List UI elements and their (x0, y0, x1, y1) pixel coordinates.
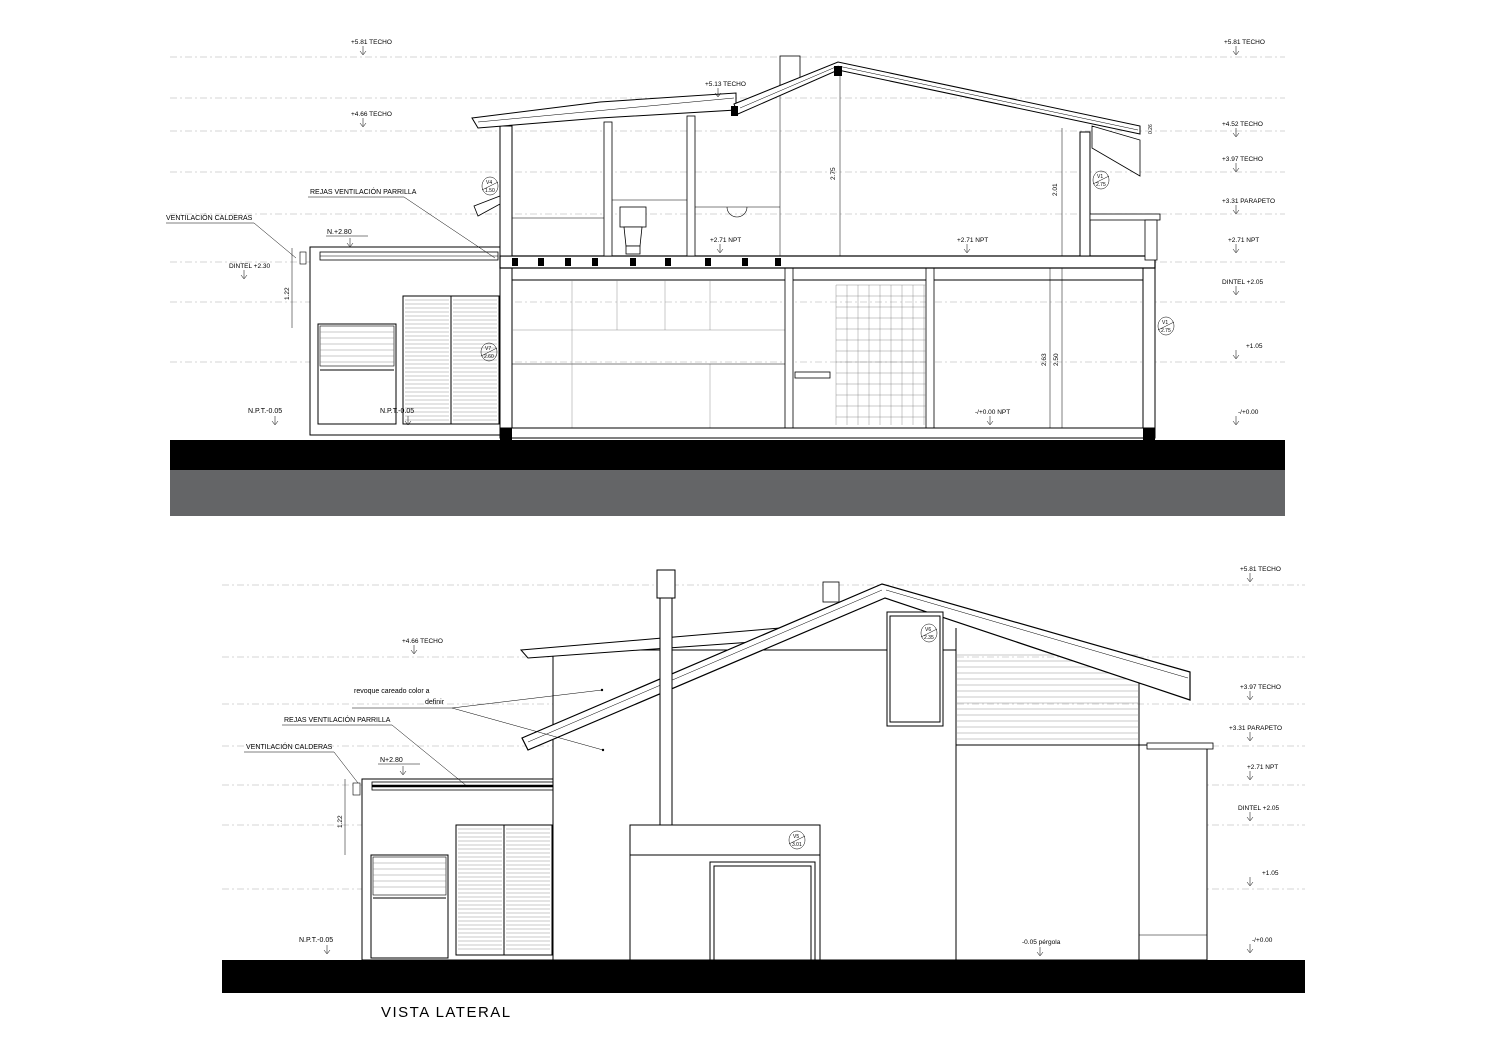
level-label: +3.97 TECHO (1240, 684, 1281, 691)
ground-band (170, 440, 1285, 470)
note-revoque: definir (425, 699, 445, 706)
level-label: +2.71 NPT (710, 237, 741, 244)
tag-text: 1.50 (485, 188, 495, 194)
annotations: revoque careado color a definir REJAS VE… (244, 688, 605, 788)
dimension-text: 2.01 (1052, 183, 1059, 196)
level-label: +2.71 NPT (957, 237, 988, 244)
grille-window (370, 854, 449, 959)
level-markers: +5.81 TECHO +5.81 TECHO +5.13 TECHO +4.6… (229, 39, 1275, 426)
level-label: +1.05 (1262, 870, 1279, 877)
dimension-text: 1.22 (284, 287, 291, 300)
level-label: +5.81 TECHO (1224, 39, 1265, 46)
building-section: +5.81 TECHO +5.81 TECHO +5.13 TECHO +4.6… (166, 39, 1285, 516)
level-label: +3.31 PARAPETO (1222, 198, 1275, 205)
level-label: N.P.T.-0.05 (299, 937, 333, 944)
level-label: N+2.80 (380, 757, 403, 764)
window-tags: V4 1.50 V7 2.60 V1 2.75 V1 2.75 (480, 170, 1175, 362)
level-label: N.P.T.-0.05 (248, 408, 282, 415)
dimensions: 1.22 (337, 779, 346, 855)
note-rejas: REJAS VENTILACIÓN PARRILLA (310, 187, 417, 196)
tag-text: 2.75 (1161, 328, 1171, 334)
drawing-title: VISTA LATERAL (381, 1004, 512, 1021)
annex-section (309, 246, 503, 436)
level-label: +3.31 PARAPETO (1229, 725, 1282, 732)
dimension-text: 0.26 (1148, 124, 1154, 134)
dimension-text: 2.50 (1053, 353, 1060, 366)
ground-band (222, 960, 1305, 993)
dimensions: 2.75 2.01 2.63 2.50 1.22 0.26 (284, 124, 1154, 366)
annex-elevation (352, 778, 554, 961)
shutter-doors (402, 295, 500, 425)
dimension-text: 1.22 (337, 815, 344, 828)
slab-joists (512, 258, 781, 266)
dimension-text: 2.63 (1041, 353, 1048, 366)
level-label: -/+0.00 (1252, 937, 1273, 944)
level-label: -/+0.00 (1238, 409, 1259, 416)
level-label: +4.66 TECHO (402, 638, 443, 645)
tag-text: V5 (793, 834, 799, 840)
note-calderas: VENTILACIÓN CALDERAS (166, 213, 253, 222)
level-label: +5.81 TECHO (1240, 566, 1281, 573)
level-label: DINTEL +2.30 (229, 263, 271, 270)
level-label: +3.97 TECHO (1222, 156, 1263, 163)
level-label: +1.05 (1246, 343, 1263, 350)
annotations: REJAS VENTILACIÓN PARRILLA VENTILACIÓN C… (166, 187, 496, 265)
level-label: +2.71 NPT (1228, 237, 1259, 244)
level-label: DINTEL +2.05 (1222, 279, 1264, 286)
tag-text: V6 (925, 627, 931, 633)
tiled-wall (835, 284, 926, 425)
note-revoque: revoque careado color a (354, 688, 430, 695)
level-label: N.P.T.-0.05 (380, 408, 414, 415)
note-rejas: REJAS VENTILACIÓN PARRILLA (284, 715, 391, 724)
tag-text: 3.01 (792, 842, 802, 848)
ground-band-lower (170, 470, 1285, 516)
house-elevation (519, 569, 1214, 961)
tag-text: 2.60 (484, 354, 494, 360)
tag-text: V1 (1162, 320, 1168, 326)
level-label: DINTEL +2.05 (1238, 805, 1280, 812)
tag-text: V1 (1097, 174, 1103, 180)
grille-window (317, 323, 397, 425)
level-label: +5.13 TECHO (705, 81, 746, 88)
level-label: -/+0.00 NPT (975, 409, 1010, 416)
tag-text: V7 (485, 346, 491, 352)
level-label: -0.05 pérgola (1022, 939, 1061, 946)
dimension-text: 2.75 (830, 167, 837, 180)
tag-text: V4 (486, 180, 492, 186)
level-label: +4.66 TECHO (351, 111, 392, 118)
shutter-doors (455, 824, 553, 956)
level-label: +4.52 TECHO (1222, 121, 1263, 128)
window-tags: V6 2.35 V5 3.01 (788, 623, 938, 850)
level-label: N.+2.80 (327, 229, 352, 236)
building-elevation: +5.81 TECHO +4.66 TECHO +3.97 TECHO +3.3… (222, 566, 1305, 1021)
house-section (291, 55, 1161, 440)
level-markers: +5.81 TECHO +4.66 TECHO +3.97 TECHO +3.3… (299, 566, 1282, 957)
level-label: +5.81 TECHO (351, 39, 392, 46)
tag-text: 2.75 (1096, 182, 1106, 188)
tag-text: 2.35 (924, 635, 934, 641)
level-label: +2.71 NPT (1247, 764, 1278, 771)
toilet-icon (619, 206, 647, 255)
note-calderas: VENTILACIÓN CALDERAS (246, 742, 333, 751)
